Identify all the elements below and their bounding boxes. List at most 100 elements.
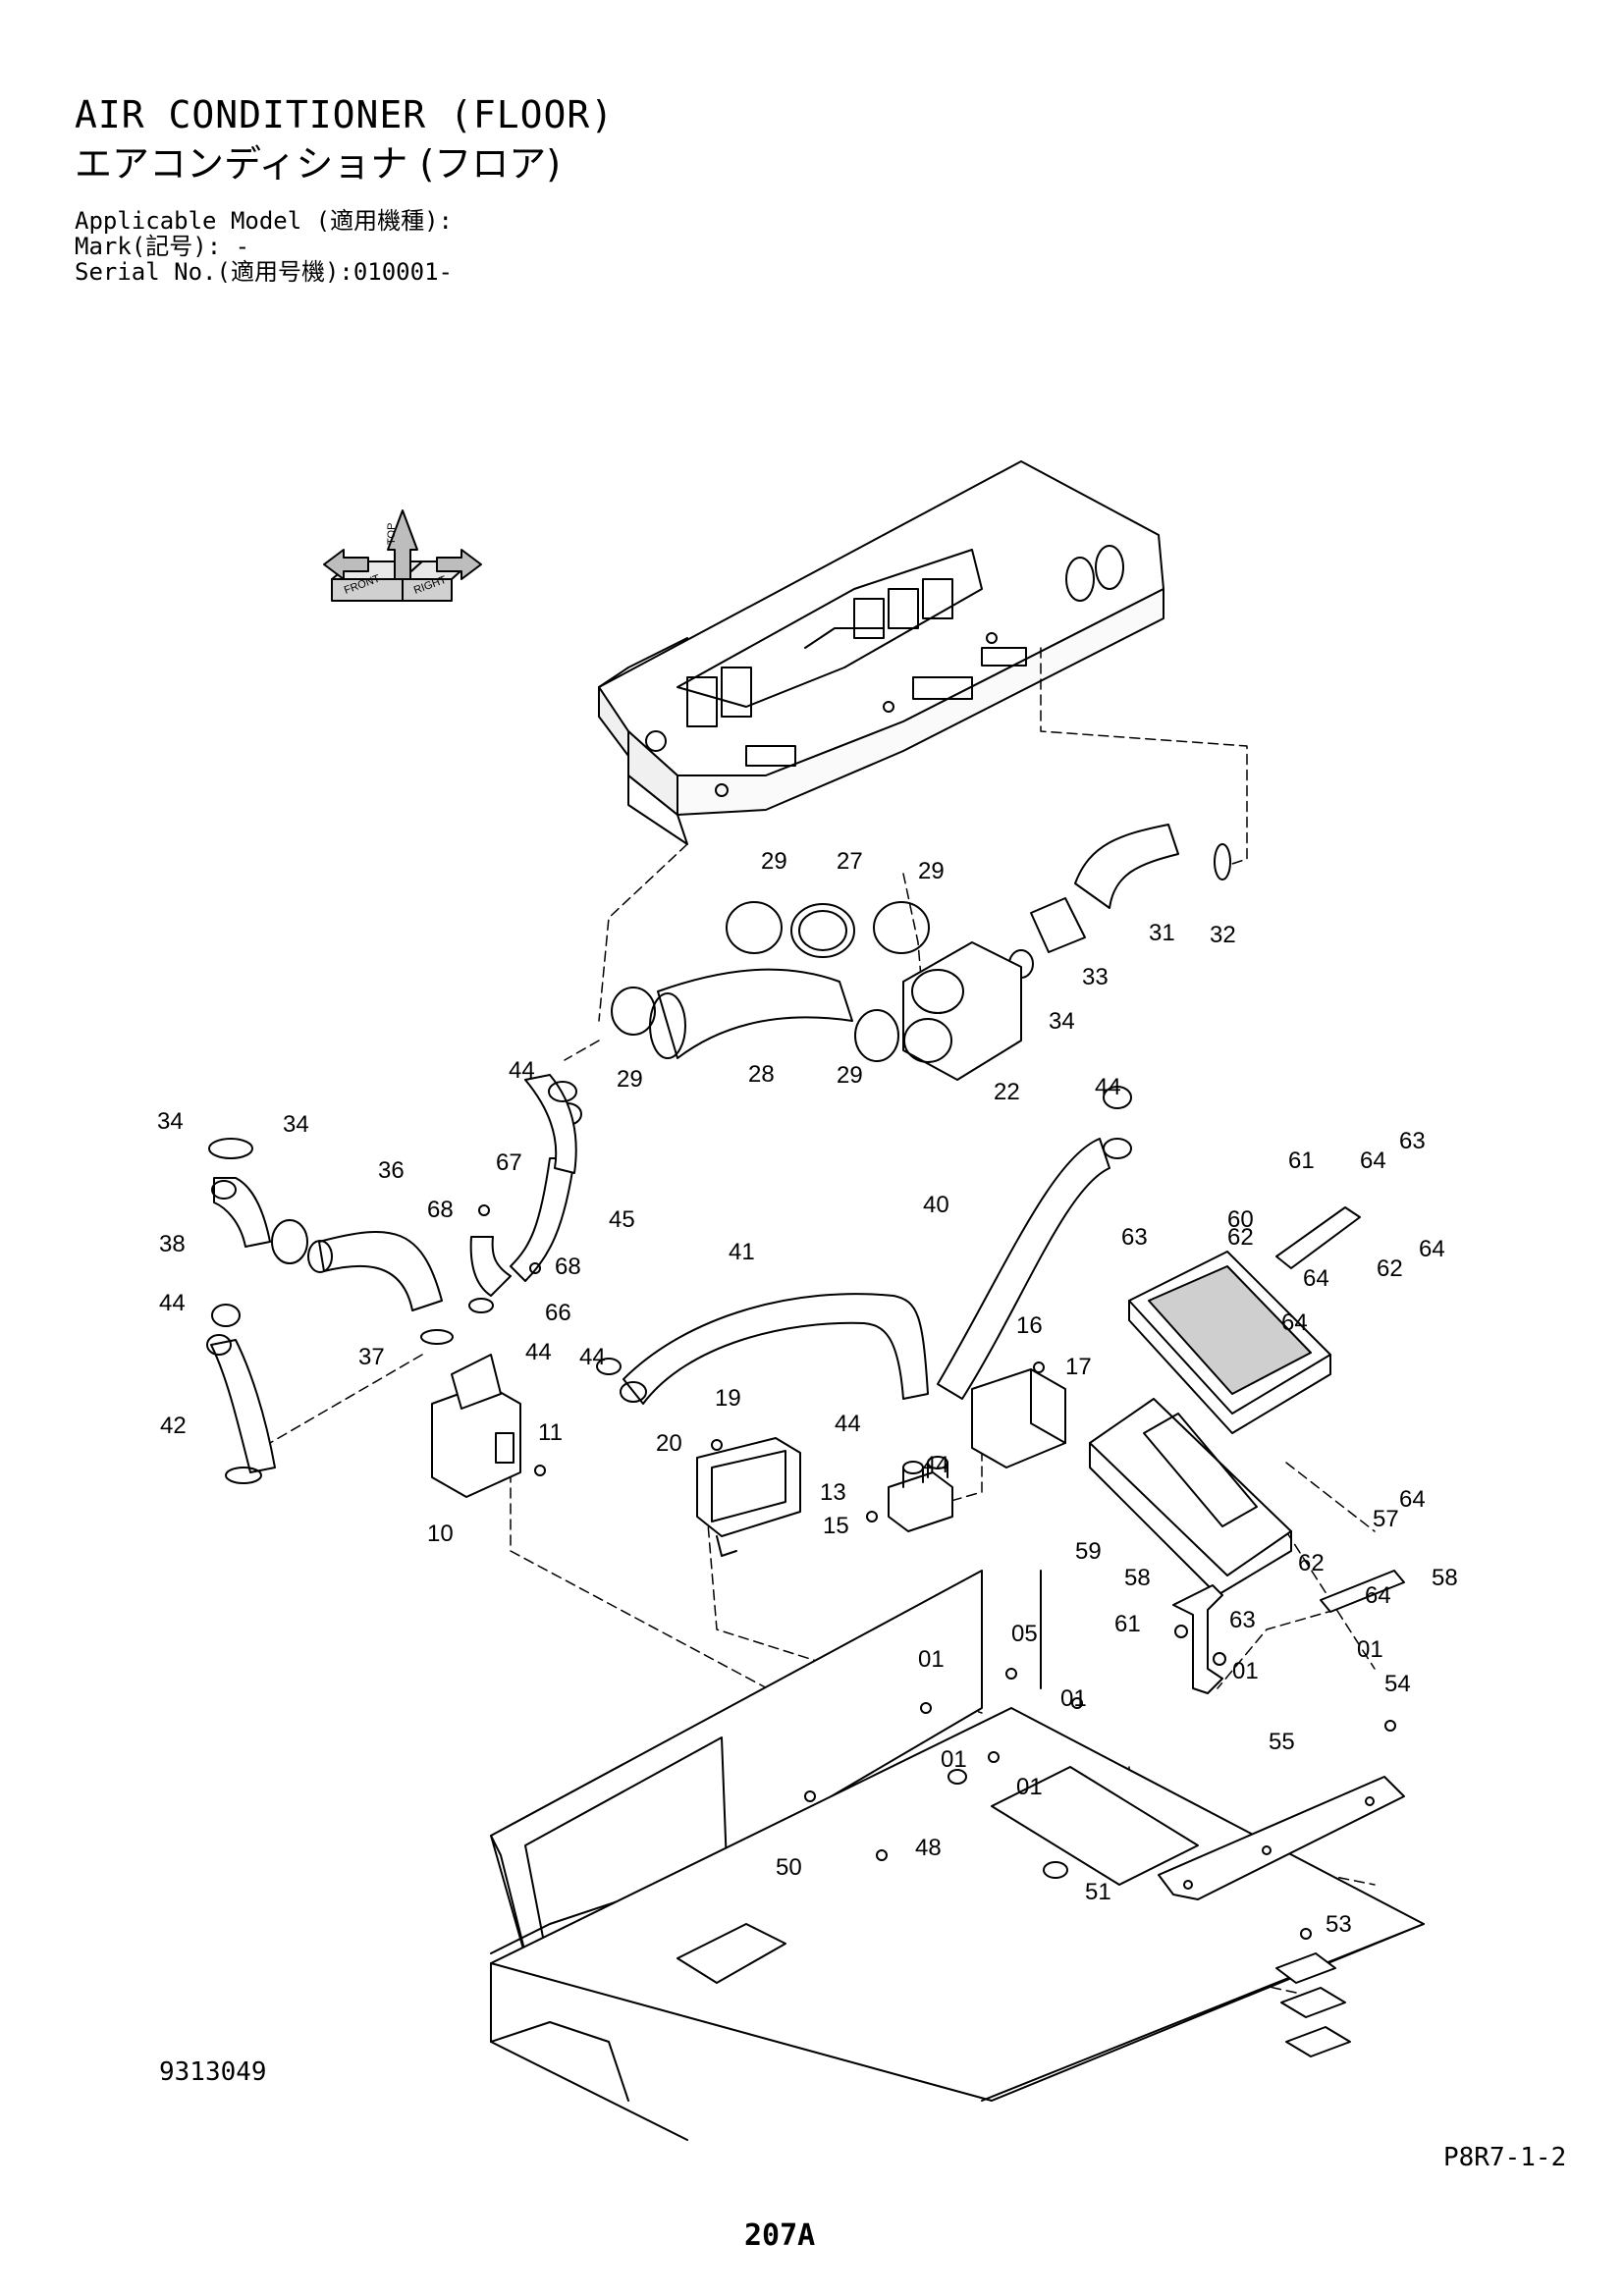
hose-31 — [1074, 824, 1179, 909]
serial-number-label: Serial No.(適用号機):010001- — [75, 258, 453, 286]
part-callout-50: 50 — [776, 1854, 802, 1881]
part-callout-01: 01 — [1232, 1658, 1259, 1684]
part-19-bracket — [696, 1437, 801, 1557]
part-16-box — [971, 1368, 1066, 1468]
part-callout-33: 33 — [1082, 964, 1109, 990]
part-callout-58: 58 — [1124, 1565, 1151, 1591]
part-callout-53: 53 — [1326, 1911, 1352, 1938]
part-callout-32: 32 — [1210, 922, 1236, 948]
part-callout-11: 11 — [538, 1419, 563, 1446]
part-callout-44: 44 — [159, 1290, 186, 1316]
part-callout-64: 64 — [1399, 1486, 1426, 1513]
hose-41 — [623, 1293, 929, 1405]
part-callout-63: 63 — [1229, 1607, 1256, 1633]
applicable-model-label: Applicable Model (適用機種): — [75, 207, 453, 235]
part-13-valve — [888, 1456, 953, 1532]
part-callout-29: 29 — [837, 1062, 863, 1089]
part-callout-61: 61 — [1114, 1611, 1141, 1637]
part-callout-29: 29 — [918, 858, 945, 884]
part-callout-01: 01 — [1060, 1685, 1087, 1712]
part-callout-64: 64 — [1360, 1148, 1386, 1174]
part-callout-44: 44 — [923, 1452, 949, 1478]
part-callout-40: 40 — [923, 1192, 949, 1218]
part-callout-28: 28 — [748, 1061, 775, 1088]
part-callout-45: 45 — [609, 1206, 635, 1233]
part-callout-41: 41 — [729, 1239, 755, 1265]
part-callout-19: 19 — [715, 1385, 741, 1412]
part-callout-51: 51 — [1085, 1879, 1111, 1905]
title-english: AIR CONDITIONER (FLOOR) — [75, 93, 615, 136]
part-callout-54: 54 — [1384, 1671, 1411, 1697]
plate-50 — [1158, 1776, 1405, 1900]
part-callout-22: 22 — [994, 1079, 1020, 1105]
part-callout-01: 01 — [1357, 1636, 1383, 1663]
part-callout-44: 44 — [579, 1344, 606, 1370]
part-callout-64: 64 — [1303, 1265, 1329, 1292]
part-callout-68: 68 — [427, 1197, 454, 1223]
tray-59 — [1089, 1398, 1292, 1596]
part-callout-05: 05 — [1011, 1621, 1038, 1647]
part-callout-63: 63 — [1121, 1224, 1148, 1251]
hose-45 — [510, 1157, 575, 1282]
part-callout-29: 29 — [761, 848, 787, 875]
bracket-61-upper — [1275, 1206, 1361, 1269]
part-callout-62: 62 — [1377, 1255, 1403, 1282]
plates-53-54 — [1275, 1952, 1351, 2057]
part-callout-17: 17 — [1065, 1354, 1092, 1380]
part-callout-64: 64 — [1419, 1236, 1445, 1262]
clamp-group-top — [553, 843, 1231, 1126]
part-callout-57: 57 — [1373, 1506, 1399, 1532]
part-callout-34: 34 — [283, 1111, 309, 1138]
part-callout-68: 68 — [555, 1254, 581, 1280]
part-callout-34: 34 — [1049, 1008, 1075, 1035]
part-callout-01: 01 — [1016, 1774, 1043, 1800]
hose-36 — [318, 1231, 443, 1311]
part-callout-13: 13 — [820, 1479, 846, 1506]
part-callout-20: 20 — [656, 1430, 682, 1457]
part-callout-64: 64 — [1365, 1582, 1391, 1609]
part-callout-01: 01 — [918, 1646, 945, 1673]
fastener-group — [478, 1204, 1396, 1940]
part-callout-67: 67 — [496, 1149, 522, 1176]
part-callout-58: 58 — [1432, 1565, 1458, 1591]
part-callout-38: 38 — [159, 1231, 186, 1257]
part-callout-44: 44 — [525, 1339, 552, 1365]
part-callout-34: 34 — [157, 1108, 184, 1135]
part-callout-15: 15 — [823, 1513, 849, 1539]
part-callout-labels: 29 27 29 31 32 33 34 28 29 22 44 29 44 3… — [157, 848, 1458, 1938]
part-callout-63: 63 — [1399, 1128, 1426, 1154]
elbow-38 — [213, 1177, 271, 1248]
console-assembly — [598, 460, 1164, 845]
part-callout-27: 27 — [837, 848, 863, 875]
part-callout-29: 29 — [617, 1066, 643, 1093]
part-callout-16: 16 — [1016, 1312, 1043, 1339]
part-callout-61: 61 — [1288, 1148, 1315, 1174]
part-22-block — [902, 941, 1022, 1081]
part-callout-01: 01 — [941, 1746, 967, 1773]
part-callout-42: 42 — [160, 1413, 187, 1439]
part-callout-10: 10 — [427, 1521, 454, 1547]
part-callout-48: 48 — [915, 1835, 942, 1861]
duct-28 — [657, 968, 853, 1059]
part-callout-44: 44 — [1095, 1074, 1121, 1100]
part-callout-62: 62 — [1298, 1550, 1325, 1576]
filter-60 — [1128, 1251, 1331, 1434]
page-number: 207A — [744, 2218, 816, 2253]
part-callout-31: 31 — [1149, 920, 1175, 946]
part-callout-60: 60 — [1227, 1206, 1254, 1233]
part-callout-64: 64 — [1281, 1309, 1308, 1336]
drawing-number: 9313049 — [159, 2057, 267, 2087]
cab-floor-frame — [490, 1570, 1425, 2141]
page-code: P8R7-1-2 — [1443, 2143, 1567, 2172]
part-callout-62: 62 — [1227, 1224, 1254, 1251]
mark-label: Mark(記号): - — [75, 233, 250, 260]
title-japanese: エアコンディショナ (フロア) — [75, 142, 562, 186]
hose-42 — [210, 1339, 276, 1473]
part-callout-55: 55 — [1269, 1729, 1295, 1755]
part-callout-37: 37 — [358, 1344, 385, 1370]
hose-33 — [1030, 897, 1086, 953]
part-callout-44: 44 — [835, 1411, 861, 1437]
orientation-label-top: TOP — [386, 523, 398, 545]
